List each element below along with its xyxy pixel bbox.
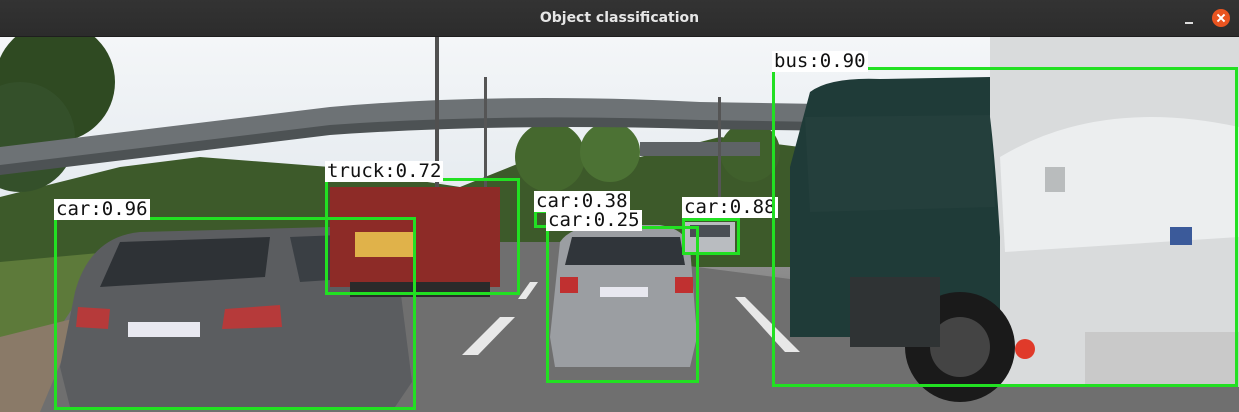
window-title: Object classification [539,10,700,26]
road-scene-image [0,37,1239,412]
detection-box-bus [772,67,1238,387]
detection-label-car-4: car:0.88 [682,196,778,218]
detection-box-car-4 [682,218,740,255]
minimize-icon[interactable] [1180,10,1198,28]
camera-image: car:0.96 truck:0.72 car:0.38 car:0.25 ca… [0,37,1239,412]
title-bar[interactable]: Object classification [0,0,1239,37]
detection-box-car-3 [546,226,699,383]
detection-label-truck: truck:0.72 [325,160,444,182]
detection-box-car-1 [54,217,416,410]
detection-box-truck [325,178,520,295]
detection-label-car-1: car:0.96 [54,198,150,220]
close-icon[interactable] [1212,9,1230,27]
detection-label-car-3: car:0.25 [546,209,642,231]
detection-label-car-2: car:0.38 [534,190,630,212]
detection-label-bus: bus:0.90 [772,50,868,72]
